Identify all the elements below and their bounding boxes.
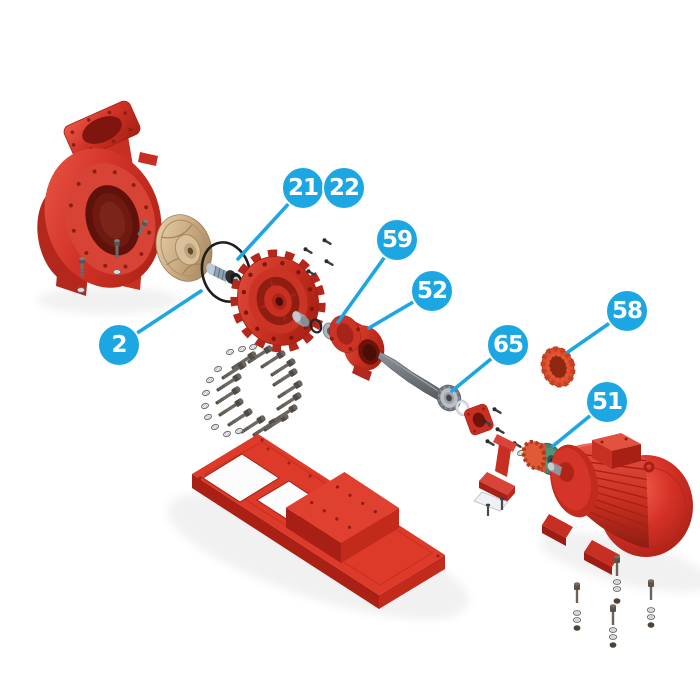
casing-bolt-cluster [200,343,305,439]
callout-2: 2 [97,323,141,367]
callout-22-label: 22 [328,175,360,201]
pedestal-shim [473,491,509,512]
cover-screws [302,237,334,276]
callout-59: 59 [375,218,419,262]
callout-21-label: 21 [287,175,319,201]
impeller-bolt [137,219,149,236]
callout-58: 58 [605,289,649,333]
bearing-cover [464,403,494,436]
motor-bolts [572,555,656,648]
callout-51-label: 51 [591,389,623,415]
impeller [155,214,213,282]
callout-2-label: 2 [111,332,127,358]
callout-52-label: 52 [416,278,448,304]
terminal-box [592,433,641,451]
shaft-sleeve [292,311,310,327]
callout-65: 65 [486,323,530,367]
coupling-elastomer [540,346,576,388]
motor [542,433,693,575]
baseplate [192,434,445,609]
bearing-housing [329,315,385,381]
callout-51: 51 [585,380,629,424]
callout-65-label: 65 [492,332,524,358]
callout-58-label: 58 [611,298,643,324]
callout-21: 21 [281,166,325,210]
lifting-eye [643,461,655,473]
callout-22: 22 [322,166,366,210]
pump-casing [37,100,162,296]
callout-59-label: 59 [381,227,413,253]
pump-shaft [377,351,445,401]
shaft-o-ring [309,318,323,334]
casing-bolts [76,219,166,293]
support-pedestal [479,434,517,502]
callout-52: 52 [410,269,454,313]
ball-bearing [436,384,462,412]
